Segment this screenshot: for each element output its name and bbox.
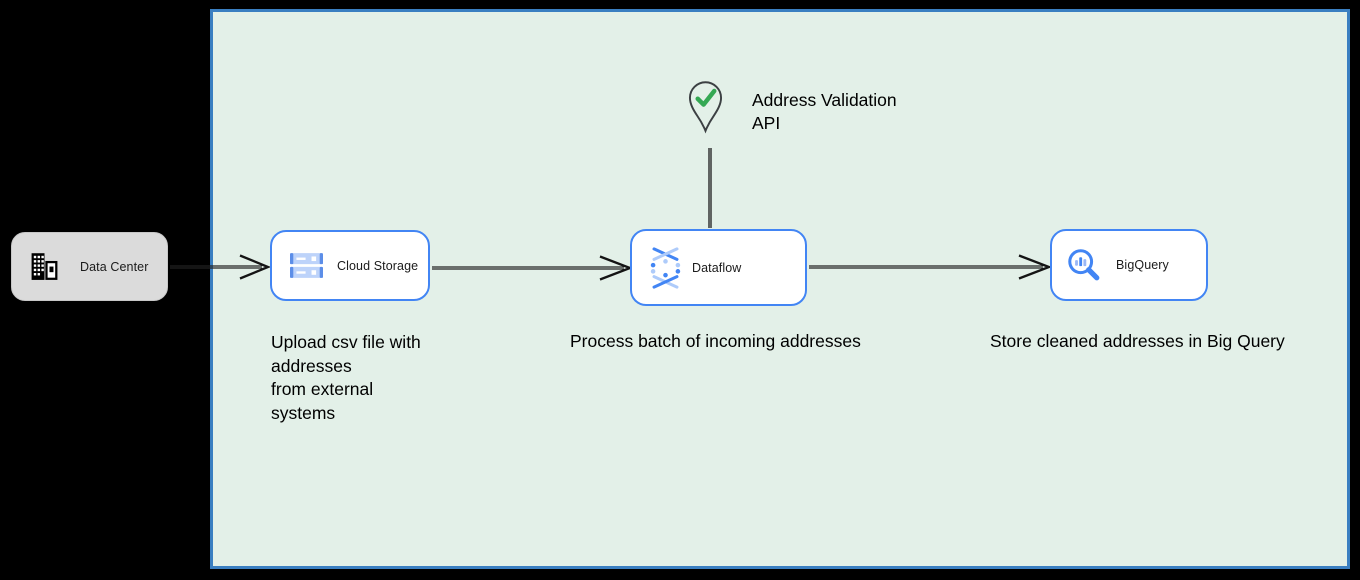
dataflow-icon — [650, 246, 681, 289]
bigquery-icon — [1068, 249, 1100, 281]
api-marker-label: Address Validation API — [752, 90, 897, 133]
caption-bigquery: Store cleaned addresses in Big Query — [990, 331, 1285, 351]
cloud-storage-icon — [290, 252, 323, 278]
caption-cloud-storage: Upload csv file with addresses from exte… — [271, 332, 421, 423]
node-label-data-center: Data Center — [80, 259, 149, 274]
node-dataflow[interactable]: Dataflow — [630, 229, 807, 306]
node-label-bigquery: BigQuery — [1116, 258, 1169, 272]
node-label-cloud-storage: Cloud Storage — [337, 258, 419, 273]
node-bigquery[interactable]: BigQuery — [1050, 229, 1208, 301]
node-data-center[interactable]: Data Center — [11, 232, 168, 301]
node-label-dataflow: Dataflow — [692, 260, 742, 275]
caption-dataflow: Process batch of incoming addresses — [570, 331, 861, 351]
map-pin-check-icon[interactable] — [688, 80, 723, 135]
building-icon — [31, 252, 58, 280]
node-cloud-storage[interactable]: Cloud Storage — [270, 230, 430, 301]
